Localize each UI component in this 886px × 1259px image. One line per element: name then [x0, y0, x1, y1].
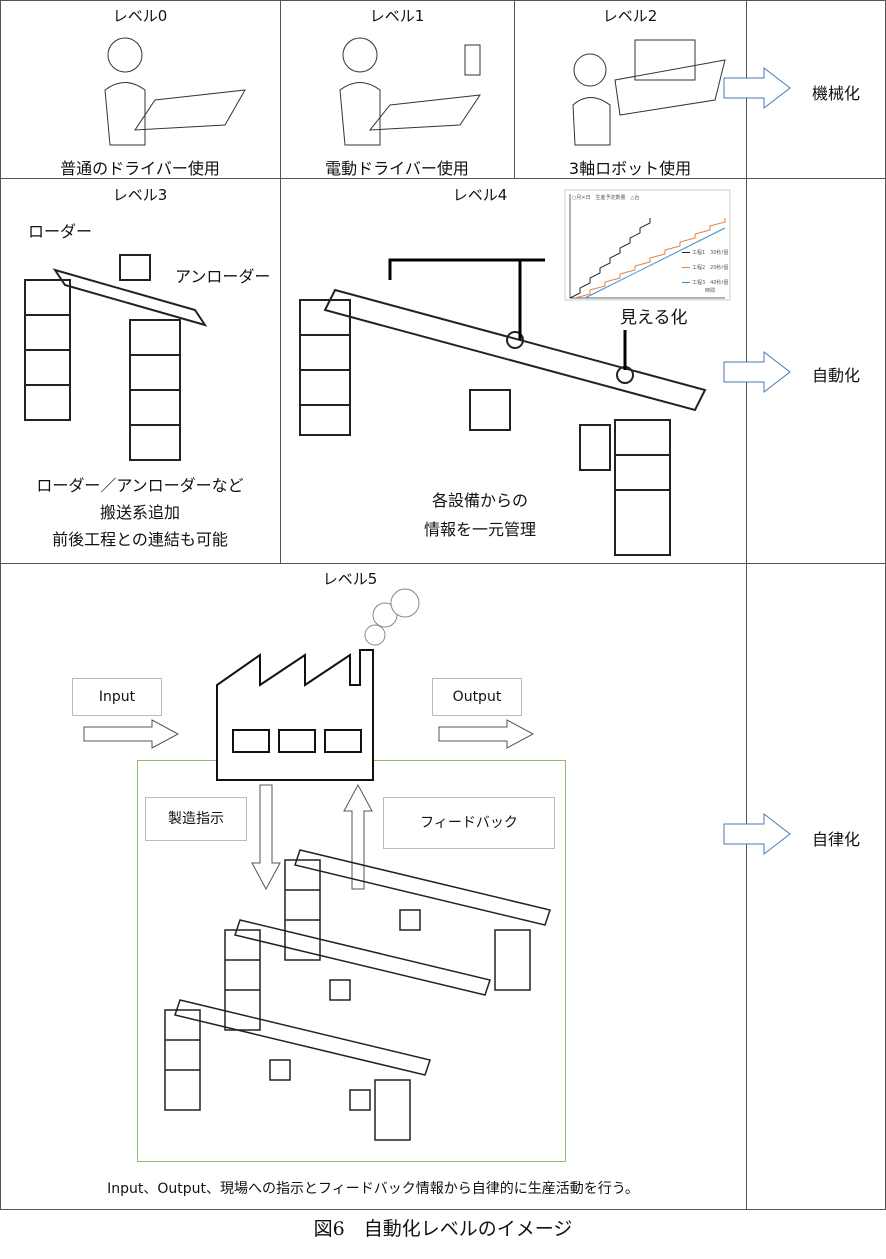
- factory-icon: [216, 588, 420, 781]
- level4-caption: 各設備からの情報を一元管理: [423, 491, 536, 539]
- worker-illustration: [104, 37, 246, 146]
- border: [0, 0, 1, 1210]
- level3-caption: ローダー／アンローダーなど搬送系追加前後工程との連結も可能: [36, 476, 244, 549]
- series-line-2: [574, 218, 726, 299]
- chart-legend: 工程1 30秒/個工程2 20秒/個工程3 40秒/個: [682, 246, 728, 291]
- col-divider: [746, 0, 747, 1210]
- col-divider: [280, 0, 281, 563]
- output-arrow-icon: [438, 719, 535, 749]
- legend-label: 工程1 30秒/個: [692, 250, 729, 256]
- level0-title: レベル0: [112, 7, 168, 25]
- down-arrow-icon: [251, 784, 281, 891]
- visualization-label: 見える化: [620, 308, 688, 328]
- row-divider: [0, 178, 886, 179]
- series-line-1: [569, 218, 651, 299]
- legend-label: 工程3 40秒/個: [692, 280, 729, 286]
- unloader-label: アンローダー: [175, 267, 271, 286]
- row-divider: [0, 563, 886, 564]
- border: [0, 1209, 886, 1210]
- legend-item: 工程1 30秒/個: [682, 246, 728, 261]
- figure-caption: 図6 自動化レベルのイメージ: [313, 1218, 573, 1240]
- chart-xlabel: 時間: [705, 288, 716, 294]
- output-box: Output: [432, 678, 522, 716]
- loader-line-illustration: [24, 254, 208, 461]
- production-chart: [564, 189, 731, 301]
- series-line-3: [584, 227, 726, 299]
- level1-caption: 電動ドライバー使用: [325, 159, 469, 178]
- chart-title: ○月×日 生産予定数量 △台: [572, 195, 640, 201]
- level2-caption: 3軸ロボット使用: [568, 159, 692, 178]
- input-arrow-icon: [83, 719, 180, 749]
- legend-item: 工程2 20秒/個: [682, 261, 728, 276]
- loader-label: ローダー: [28, 222, 93, 241]
- production-line-illustration: [299, 258, 707, 556]
- chart-background: [564, 189, 731, 301]
- level2-title: レベル2: [602, 7, 658, 25]
- worker-illustration: [339, 37, 482, 146]
- input-box: Input: [72, 678, 162, 716]
- level5-caption: Input、Output、現場への指示とフィードバック情報から自律的に生産活動を…: [107, 1181, 639, 1197]
- border: [0, 0, 886, 1]
- level1-title: レベル1: [369, 7, 425, 25]
- right-arrow-icon: [723, 350, 791, 394]
- level3-title: レベル3: [112, 186, 168, 204]
- feedback-box: フィードバック: [383, 797, 555, 849]
- instruction-box: 製造指示: [145, 797, 247, 841]
- level5-title: レベル5: [322, 570, 378, 588]
- up-arrow-icon: [343, 783, 373, 890]
- level0-caption: 普通のドライバー使用: [60, 159, 220, 178]
- stage-automation: 自動化: [812, 366, 861, 385]
- legend-label: 工程2 20秒/個: [692, 265, 729, 271]
- level4-title: レベル4: [452, 186, 508, 204]
- right-arrow-icon: [723, 812, 791, 856]
- worker-robot-illustration: [572, 39, 726, 146]
- multi-line-factory-illustration: [164, 849, 551, 1141]
- stage-mechanization: 機械化: [812, 84, 861, 103]
- stage-autonomy: 自律化: [812, 830, 861, 849]
- right-arrow-icon: [723, 66, 791, 110]
- col-divider: [514, 0, 515, 178]
- legend-item: 工程3 40秒/個: [682, 276, 728, 291]
